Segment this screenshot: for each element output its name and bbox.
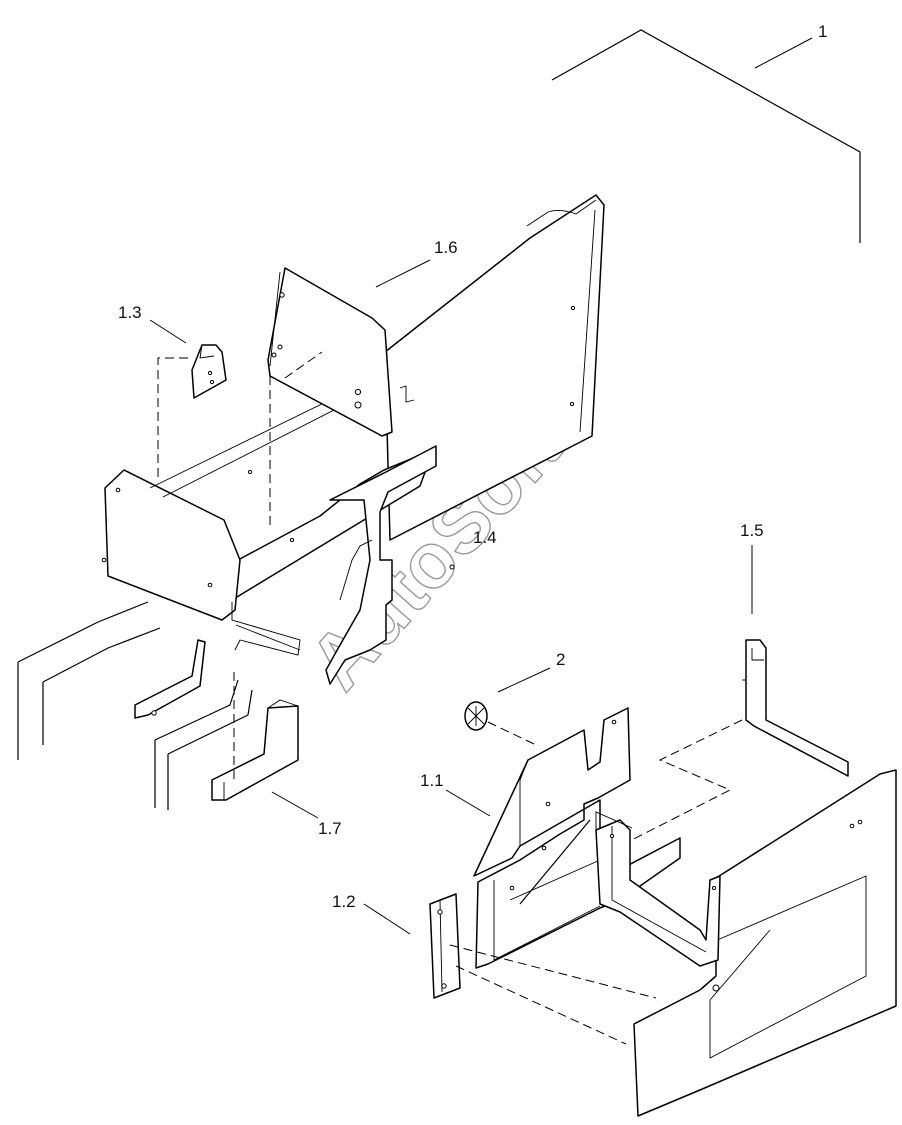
callout-1.7: 1.7 (318, 819, 342, 838)
callout-2: 2 (556, 650, 565, 669)
callout-1.3: 1.3 (118, 303, 142, 322)
assembly-bracket (551, 29, 861, 243)
part-1.5-bracket (615, 545, 849, 849)
callout-1: 1 (818, 22, 827, 41)
part-2-screw (464, 667, 551, 745)
callout-labels: 1 1.6 1.3 1.4 1.5 2 1.1 1.7 1.2 (118, 22, 827, 911)
part-1.7-block (211, 672, 319, 819)
upper-frame (17, 399, 455, 810)
callout-1.2: 1.2 (332, 892, 356, 911)
callout-1.4: 1.4 (473, 528, 497, 547)
upper-side-panel (384, 194, 605, 541)
part-1.3-bracket (149, 319, 227, 480)
lower-side-panel (595, 769, 897, 1117)
part-1.2-plate (363, 893, 657, 1045)
callout-1.6: 1.6 (434, 238, 458, 257)
callout-1.1: 1.1 (420, 771, 444, 790)
callout-1.5: 1.5 (740, 521, 764, 540)
part-1.6-plate (267, 259, 431, 530)
